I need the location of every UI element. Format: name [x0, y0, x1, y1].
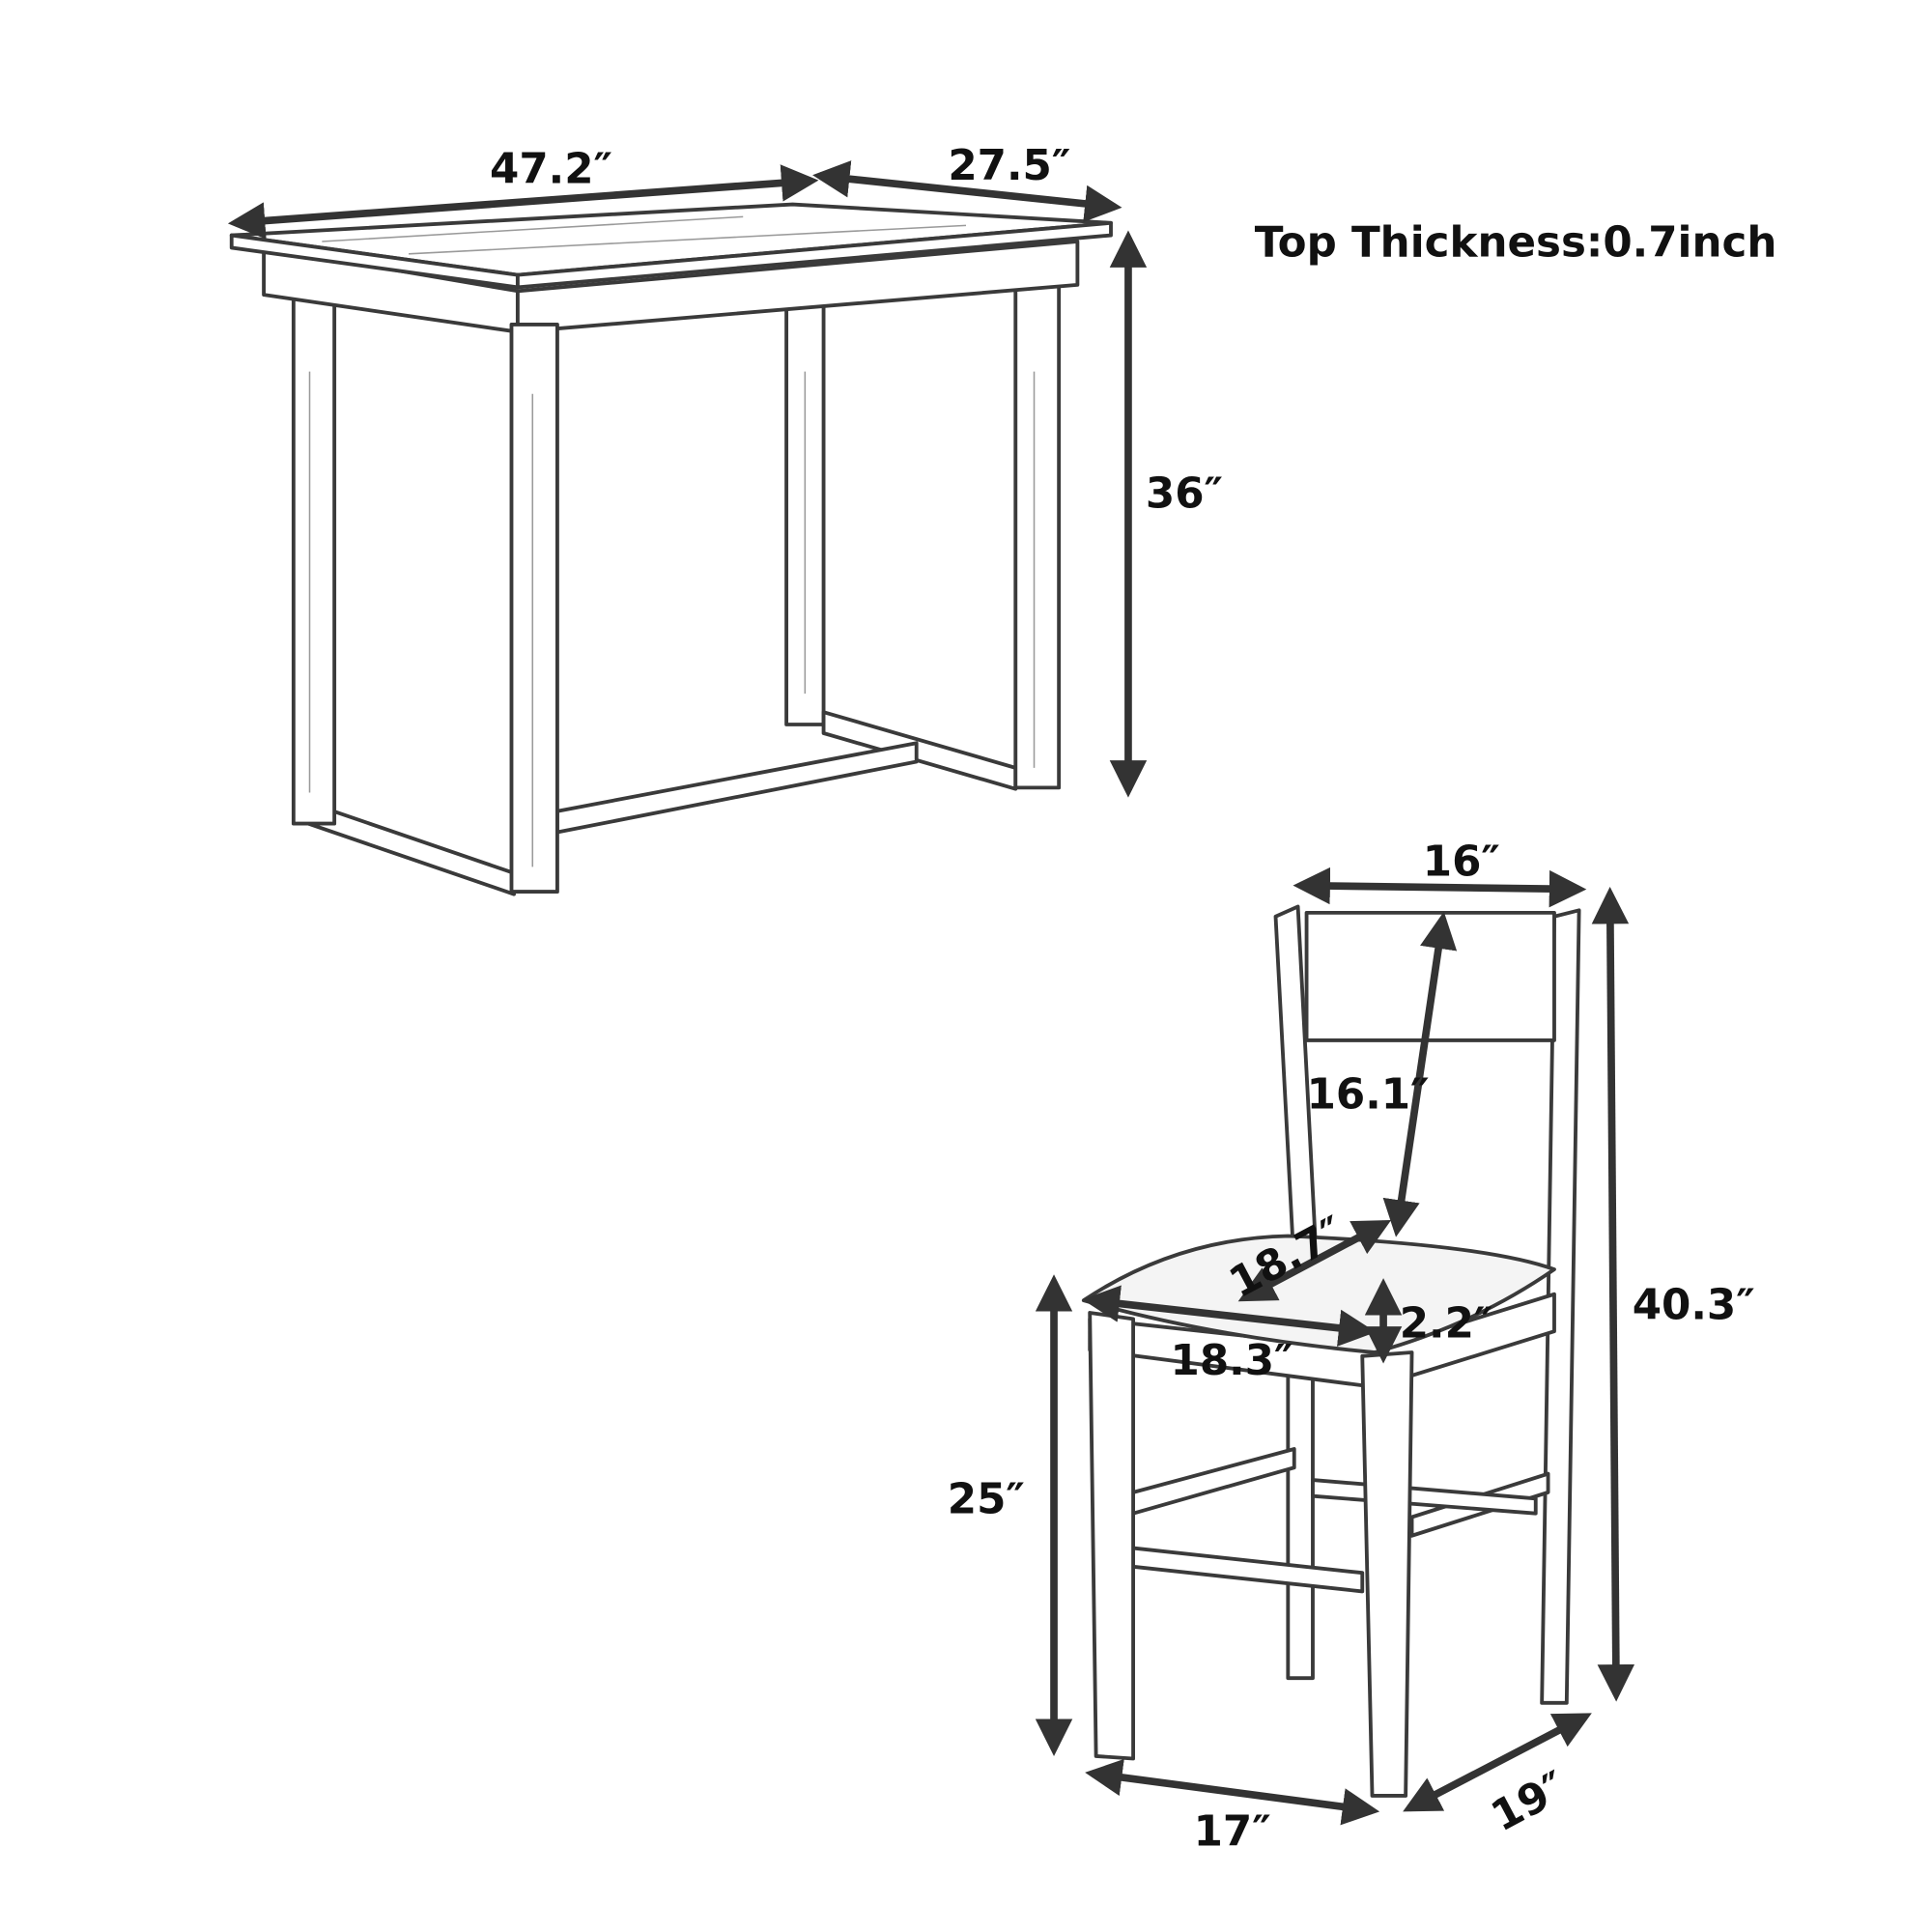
chair-back-width-arrow	[1293, 867, 1587, 908]
table-long-stretcher	[555, 741, 919, 835]
table-right-leg	[1013, 280, 1062, 790]
table-depth-arrow	[812, 160, 1122, 223]
chair-back-height-arrow	[1382, 911, 1458, 1237]
chair-front-left-leg	[1088, 1311, 1135, 1761]
chair-front-stretcher	[1131, 1546, 1365, 1594]
chair-back-height-label: 16.1″	[1307, 1070, 1430, 1119]
chair-side-stretcher	[1131, 1447, 1296, 1516]
table-drawing	[229, 202, 1113, 896]
chair-drawing	[1081, 904, 1581, 1798]
top-thickness-label: Top Thickness:0.7inch	[1255, 218, 1777, 267]
chair-front-right-leg	[1360, 1350, 1414, 1798]
table-depth-label: 27.5″	[948, 142, 1070, 190]
chair-right-post	[1540, 908, 1581, 1705]
chair-seat-width-label: 18.3″	[1171, 1337, 1293, 1385]
table-height-label: 36″	[1146, 470, 1223, 519]
table-right-stretcher	[821, 710, 1018, 791]
table-width-arrow	[227, 164, 819, 240]
chair-leg-depth-label: 19″	[1484, 1763, 1575, 1842]
chair-seat-width-arrow	[1082, 1285, 1377, 1347]
chair-overall-height-label: 40.3″	[1633, 1281, 1755, 1329]
chair-seat-height-label: 25″	[948, 1476, 1025, 1524]
cushion-thickness-label: 2.2″	[1400, 1300, 1493, 1349]
table-front-leg	[509, 322, 559, 894]
chair-back-width-label: 16″	[1423, 838, 1500, 886]
chair-back-left-leg	[1286, 1360, 1315, 1681]
table-width-label: 47.2″	[490, 146, 612, 194]
table-left-leg	[291, 295, 337, 826]
chair-leg-width-label: 17″	[1194, 1807, 1271, 1856]
chair-overall-height-arrow	[1591, 886, 1635, 1702]
chair-leg-depth-arrow	[1403, 1713, 1592, 1812]
chair-leg-width-arrow	[1085, 1758, 1380, 1826]
table-long-apron	[515, 240, 1080, 334]
chair-back-stretcher	[1311, 1478, 1538, 1516]
